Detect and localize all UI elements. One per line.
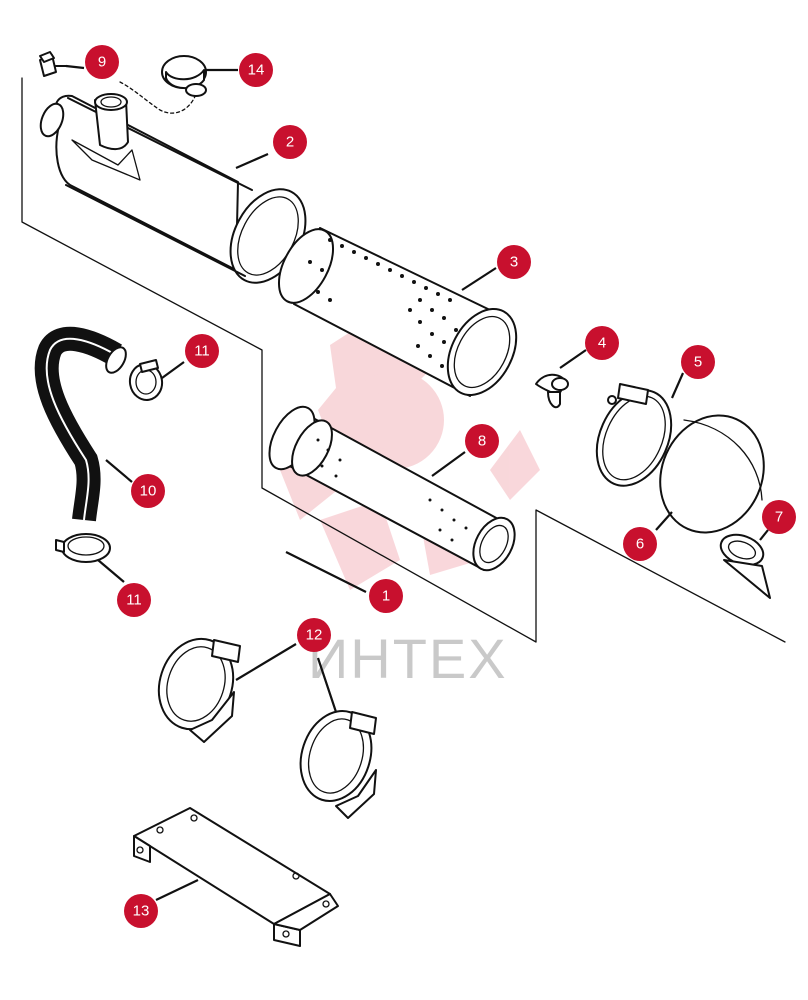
callout-6: 6 (623, 527, 657, 561)
mounting-band-lower (299, 710, 377, 819)
callout-label: 6 (636, 536, 644, 553)
callout-label: 4 (598, 335, 606, 352)
callout-label: 8 (478, 433, 486, 450)
callout-label: 5 (694, 354, 702, 371)
callout-10: 10 (131, 474, 165, 508)
hose-clamp-lower (55, 533, 111, 563)
end-cap-part (659, 414, 765, 534)
callout-label: 13 (133, 903, 150, 920)
callout-label: 14 (248, 62, 265, 79)
mounting-bracket-part (133, 807, 339, 947)
callout-label: 2 (286, 134, 294, 151)
callout-9: 9 (85, 45, 119, 79)
callout-5: 5 (681, 345, 715, 379)
callout-7: 7 (762, 500, 796, 534)
watermark-text: ИНТЕХ (308, 627, 508, 690)
hose-clamp-upper (128, 359, 164, 401)
callout-2: 2 (273, 125, 307, 159)
callout-4: 4 (585, 326, 619, 360)
mounting-band-upper (157, 637, 241, 743)
callout-13: 13 (124, 894, 158, 928)
callout-label: 12 (306, 627, 323, 644)
callout-label: 1 (382, 588, 390, 605)
leader-lines (65, 64, 769, 901)
inner-perforation-pattern (316, 438, 468, 542)
callout-3: 3 (497, 245, 531, 279)
hose-part (34, 326, 127, 522)
callout-14: 14 (239, 53, 273, 87)
callout-label: 9 (98, 54, 106, 71)
fitting-part (39, 51, 67, 77)
wing-nut-part (535, 373, 569, 409)
callout-12: 12 (297, 618, 331, 652)
callout-1: 1 (369, 579, 403, 613)
callout-11-upper: 11 (185, 334, 219, 368)
assembly-boundary-lines (21, 77, 786, 643)
callout-11-lower: 11 (117, 583, 151, 617)
callout-label: 11 (126, 592, 142, 609)
dust-valve-part (719, 533, 771, 599)
band-clamp-part (595, 383, 673, 487)
cap-part (161, 55, 207, 97)
air-cleaner-housing (39, 81, 307, 284)
callout-8: 8 (465, 424, 499, 458)
perforation-pattern (308, 238, 458, 368)
inner-filter-element (268, 405, 516, 572)
callout-label: 7 (775, 509, 783, 526)
callout-label: 3 (510, 254, 518, 271)
outer-filter-element (277, 227, 518, 397)
callout-label: 11 (194, 343, 210, 360)
callout-label: 10 (140, 483, 157, 500)
